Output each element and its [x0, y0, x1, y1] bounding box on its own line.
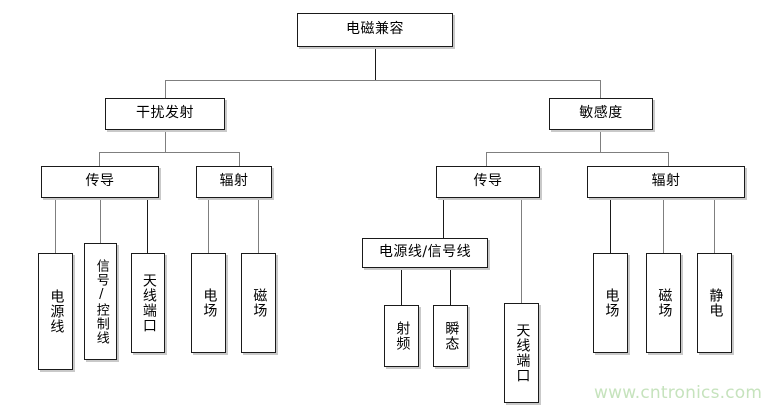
connector-susceptibility-bus [486, 152, 668, 153]
leaf-emission-radiated-efield[interactable]: 电场 [191, 253, 226, 353]
leaf-emission-conducted-antenna-port-label: 天线端口 [140, 273, 157, 333]
leaf-emission-radiated-efield-label: 电场 [201, 288, 218, 318]
leaf-susceptibility-radiated-hfield[interactable]: 磁场 [646, 253, 681, 353]
connector-root-stem [375, 47, 376, 80]
node-susceptibility[interactable]: 敏感度 [549, 98, 653, 130]
node-susceptibility-label: 敏感度 [579, 105, 623, 122]
node-susceptibility-conducted-label: 传导 [473, 173, 503, 190]
leaf-susceptibility-conducted-antenna-port[interactable]: 天线端口 [504, 303, 539, 403]
connector-sr-to-esd [714, 198, 715, 253]
connector-sc-to-antenna [521, 198, 522, 303]
connector-ec-to-antenna [147, 198, 148, 253]
connector-root-bus [165, 80, 601, 81]
leaf-susceptibility-conducted-antenna-port-label: 天线端口 [514, 323, 531, 383]
node-root-emc-label: 电磁兼容 [346, 21, 404, 38]
leaf-susceptibility-radiated-hfield-label: 磁场 [656, 288, 673, 318]
node-emission-radiated-label: 辐射 [219, 173, 249, 190]
connector-er-to-efield [208, 198, 209, 253]
connector-group-to-transient [450, 268, 451, 305]
site-watermark: www.cntronics.com [594, 383, 762, 403]
leaf-susceptibility-radiated-esd-label: 静电 [707, 288, 724, 318]
connector-ec-to-signal [100, 198, 101, 243]
connector-emission-bus [99, 152, 239, 153]
connector-sr-to-hfield [663, 198, 664, 253]
connector-er-to-hfield [258, 198, 259, 253]
leaf-emission-conducted-power-line[interactable]: 电源线 [38, 253, 73, 370]
connector-group-to-rf [401, 268, 402, 305]
node-interference-emission-label: 干扰发射 [136, 105, 194, 122]
node-root-emc[interactable]: 电磁兼容 [297, 13, 453, 47]
node-susceptibility-conducted-power-signal-line-label: 电源线/信号线 [378, 244, 472, 261]
connector-root-to-emission [165, 80, 166, 98]
connector-ec-to-power [55, 198, 56, 253]
leaf-susceptibility-radiated-esd[interactable]: 静电 [697, 253, 732, 353]
connector-emission-to-conducted [99, 152, 100, 166]
node-susceptibility-conducted-power-signal-line[interactable]: 电源线/信号线 [362, 238, 488, 268]
leaf-emission-radiated-hfield[interactable]: 磁场 [241, 253, 276, 353]
connector-sc-to-group [443, 198, 444, 238]
leaf-emission-conducted-signal-control-line[interactable]: 信号/控制线 [84, 243, 117, 360]
connector-susceptibility-to-radiated [668, 152, 669, 166]
node-emission-conducted-label: 传导 [85, 173, 115, 190]
connector-susceptibility-stem [600, 130, 601, 152]
leaf-susceptibility-radiated-efield-label: 电场 [603, 288, 620, 318]
node-interference-emission[interactable]: 干扰发射 [105, 98, 225, 130]
leaf-susceptibility-conducted-rf-label: 射频 [394, 321, 411, 351]
leaf-susceptibility-conducted-transient-label: 瞬态 [443, 321, 460, 351]
leaf-emission-conducted-power-line-label: 电源线 [48, 289, 65, 334]
connector-sr-to-efield [610, 198, 611, 253]
connector-emission-to-radiated [239, 152, 240, 166]
connector-susceptibility-to-conducted [486, 152, 487, 166]
leaf-emission-conducted-antenna-port[interactable]: 天线端口 [131, 253, 165, 353]
node-susceptibility-radiated[interactable]: 辐射 [587, 166, 745, 198]
leaf-susceptibility-conducted-rf[interactable]: 射频 [384, 305, 419, 367]
node-susceptibility-radiated-label: 辐射 [651, 173, 681, 190]
connector-emission-stem [165, 130, 166, 152]
leaf-emission-radiated-hfield-label: 磁场 [251, 288, 268, 318]
node-emission-radiated[interactable]: 辐射 [196, 166, 272, 198]
leaf-susceptibility-radiated-efield[interactable]: 电场 [593, 253, 628, 353]
node-emission-conducted[interactable]: 传导 [41, 166, 159, 198]
connector-root-to-susceptibility [600, 80, 601, 98]
node-susceptibility-conducted[interactable]: 传导 [436, 166, 540, 198]
leaf-susceptibility-conducted-transient[interactable]: 瞬态 [433, 305, 468, 367]
leaf-emission-conducted-signal-control-line-label: 信号/控制线 [93, 258, 109, 345]
